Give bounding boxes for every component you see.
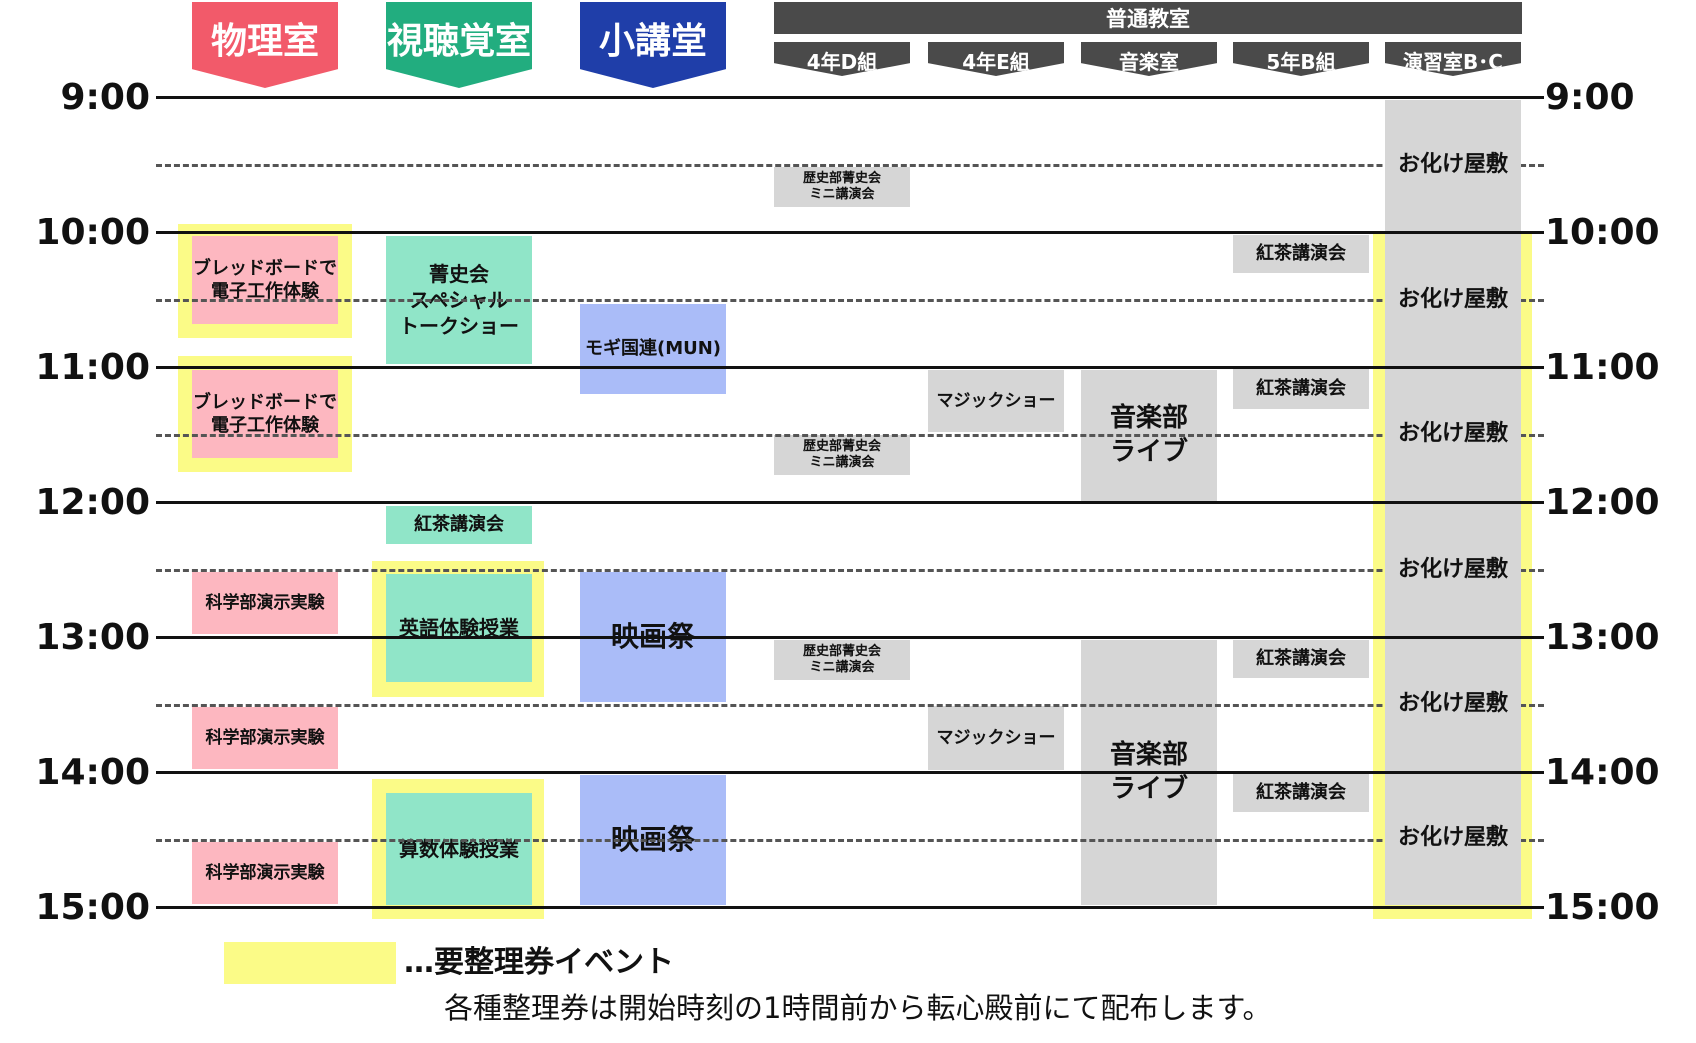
hour-line: [156, 501, 1544, 504]
haunted-house-event: お化け屋敷: [1385, 818, 1521, 858]
time-label: 14:00: [35, 752, 150, 793]
tea-lecture-event: 紅茶講演会: [386, 506, 532, 544]
room-header-music-room: 音楽室: [1081, 42, 1217, 76]
tea-lecture-event: 紅茶講演会: [1233, 640, 1369, 678]
hour-line: [156, 906, 1544, 909]
hour-line: [156, 231, 1544, 234]
half-hour-line: [156, 434, 1544, 437]
time-label: 10:00: [1545, 212, 1660, 253]
ticket-distribution-note: 各種整理券は開始時刻の1時間前から転心殿前にて配布します。: [444, 991, 1272, 1025]
general-classrooms-banner: 普通教室: [774, 2, 1522, 34]
room-header-5b: 5年B組: [1233, 42, 1369, 76]
room-header-physics: 物理室: [192, 2, 338, 88]
tea-lecture-event: 紅茶講演会: [1233, 774, 1369, 812]
time-label: 13:00: [35, 617, 150, 658]
time-label: 10:00: [35, 212, 150, 253]
haunted-house-event: お化け屋敷: [1385, 145, 1521, 185]
english-class-event: 英語体験授業: [386, 574, 532, 682]
history-mini-lecture-event: 歴史部菁史会 ミニ講演会: [774, 640, 910, 680]
haunted-house-event: お化け屋敷: [1385, 414, 1521, 454]
haunted-house-event: お化け屋敷: [1385, 550, 1521, 590]
hour-line: [156, 96, 1544, 99]
time-label: 15:00: [1545, 887, 1660, 928]
ticket-legend-swatch: [224, 942, 396, 984]
science-demo-event: 科学部演示実験: [192, 572, 338, 634]
room-header-small-hall: 小講堂: [580, 2, 726, 88]
breadboard-workshop-event: ブレッドボードで 電子工作体験: [192, 236, 338, 324]
time-label: 15:00: [35, 887, 150, 928]
half-hour-line: [156, 299, 1544, 302]
half-hour-line: [156, 704, 1544, 707]
math-class-event: 算数体験授業: [386, 793, 532, 905]
time-label: 9:00: [1545, 77, 1635, 118]
hour-line: [156, 636, 1544, 639]
time-label: 12:00: [1545, 482, 1660, 523]
magic-show-event: マジックショー: [928, 706, 1064, 770]
history-mini-lecture-event: 歴史部菁史会 ミニ講演会: [774, 435, 910, 475]
haunted-house-event: お化け屋敷: [1385, 280, 1521, 320]
haunted-house-event: お化け屋敷: [1385, 684, 1521, 724]
breadboard-workshop-event: ブレッドボードで 電子工作体験: [192, 370, 338, 458]
half-hour-line: [156, 839, 1544, 842]
hour-line: [156, 771, 1544, 774]
tea-lecture-event: 紅茶講演会: [1233, 235, 1369, 273]
ticket-legend-label: …要整理券イベント: [404, 945, 674, 980]
time-label: 13:00: [1545, 617, 1660, 658]
science-demo-event: 科学部演示実験: [192, 707, 338, 769]
time-label: 11:00: [1545, 347, 1660, 388]
half-hour-line: [156, 569, 1544, 572]
history-mini-lecture-event: 歴史部菁史会 ミニ講演会: [774, 167, 910, 207]
room-header-seminar-bc: 演習室B･C: [1385, 42, 1521, 76]
room-header-4d: 4年D組: [774, 42, 910, 76]
half-hour-line: [156, 164, 1544, 167]
time-label: 9:00: [60, 77, 150, 118]
magic-show-event: マジックショー: [928, 370, 1064, 432]
science-demo-event: 科学部演示実験: [192, 842, 338, 904]
model-un-event: モギ国連(MUN): [580, 304, 726, 394]
time-label: 14:00: [1545, 752, 1660, 793]
hour-line: [156, 366, 1544, 369]
room-header-av-room: 視聴覚室: [386, 2, 532, 88]
tea-lecture-event: 紅茶講演会: [1233, 369, 1369, 409]
room-header-4e: 4年E組: [928, 42, 1064, 76]
time-label: 12:00: [35, 482, 150, 523]
time-label: 11:00: [35, 347, 150, 388]
